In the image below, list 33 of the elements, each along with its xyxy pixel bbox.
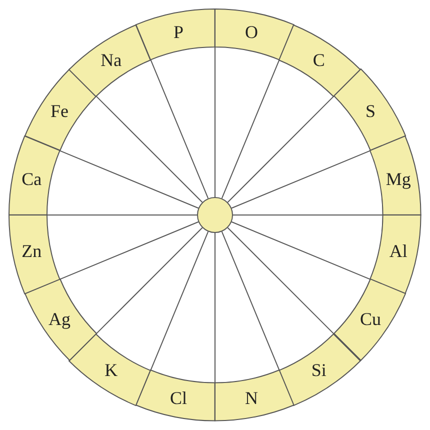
element-symbol: O: [244, 22, 258, 41]
ring-segment: [9, 215, 60, 294]
element-symbol: K: [104, 361, 118, 380]
ring-segment: [24, 279, 96, 361]
ring-segment: [24, 69, 96, 151]
ring-segment: [9, 136, 60, 215]
element-symbol: Zn: [22, 242, 42, 260]
element-symbol: N: [244, 389, 258, 408]
ring-segment: [136, 370, 215, 421]
ring-segment: [370, 136, 421, 215]
ring-segment: [370, 215, 421, 294]
element-symbol: Ag: [48, 310, 70, 328]
ring-segment: [334, 69, 406, 151]
ring-segment: [279, 24, 361, 96]
ring-segment: [215, 9, 294, 60]
hub-circle: [197, 197, 233, 233]
element-symbol: S: [365, 102, 376, 120]
element-symbol: Fe: [50, 102, 68, 120]
ring-segment: [279, 334, 361, 406]
element-symbol: Si: [311, 361, 326, 380]
ring-segment: [215, 370, 294, 421]
element-symbol: Ca: [22, 170, 42, 188]
ring-segment: [136, 9, 215, 60]
ring-segment: [69, 24, 151, 96]
element-symbol: C: [312, 50, 325, 68]
element-symbol: Al: [389, 242, 408, 260]
element-symbol: P: [174, 22, 184, 41]
element-symbol: Cu: [360, 310, 381, 328]
element-symbol: Mg: [386, 170, 411, 188]
ring-segment: [69, 334, 151, 406]
element-symbol: Na: [100, 50, 122, 68]
ring-segment: [334, 279, 406, 361]
element-symbol: Cl: [170, 389, 187, 408]
